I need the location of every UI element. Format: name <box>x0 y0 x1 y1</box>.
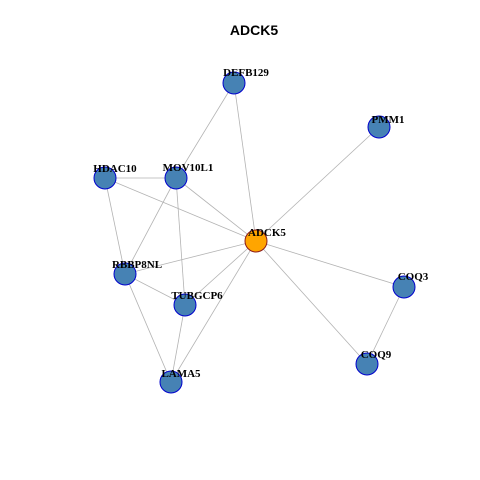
edge-adck5-pmm1 <box>255 126 380 242</box>
nodes-layer <box>93 71 416 394</box>
node-lama5 <box>159 370 183 394</box>
edge-adck5-lama5 <box>170 240 257 383</box>
node-label-defb129: DEFB129 <box>223 67 269 79</box>
edge-adck5-rbbp8nl <box>124 240 257 275</box>
node-coq9 <box>355 352 379 376</box>
edge-adck5-coq9 <box>255 240 368 365</box>
edge-hdac10-rbbp8nl <box>104 177 126 275</box>
edge-adck5-defb129 <box>233 82 257 242</box>
node-label-coq3: COQ3 <box>398 271 429 283</box>
edges-layer <box>104 82 405 383</box>
edge-adck5-tubgcp6 <box>184 240 257 306</box>
node-mov10l1 <box>164 166 188 190</box>
node-defb129 <box>222 71 246 95</box>
node-label-mov10l1: MOV10L1 <box>163 162 214 174</box>
node-label-rbbp8nl: RBBP8NL <box>112 259 162 271</box>
edge-tubgcp6-lama5 <box>170 304 186 383</box>
node-coq3 <box>392 275 416 299</box>
node-label-pmm1: PMM1 <box>372 114 405 126</box>
edge-adck5-mov10l1 <box>175 177 257 242</box>
diagram-title: ADCK5 <box>230 22 278 38</box>
node-label-hdac10: HDAC10 <box>93 163 137 175</box>
node-label-adck5: ADCK5 <box>248 227 286 239</box>
edge-rbbp8nl-lama5 <box>124 273 172 383</box>
node-rbbp8nl <box>113 262 137 286</box>
edge-adck5-hdac10 <box>104 177 257 242</box>
edge-coq3-coq9 <box>366 286 405 365</box>
node-label-coq9: COQ9 <box>361 349 392 361</box>
node-label-lama5: LAMA5 <box>161 368 201 380</box>
edge-mov10l1-rbbp8nl <box>124 177 177 275</box>
node-adck5 <box>244 229 268 253</box>
edge-defb129-mov10l1 <box>175 82 235 179</box>
node-tubgcp6 <box>173 293 197 317</box>
edge-adck5-coq3 <box>255 240 405 288</box>
node-pmm1 <box>367 115 391 139</box>
node-hdac10 <box>93 166 117 190</box>
edge-mov10l1-tubgcp6 <box>175 177 186 306</box>
node-label-tubgcp6: TUBGCP6 <box>171 290 223 302</box>
